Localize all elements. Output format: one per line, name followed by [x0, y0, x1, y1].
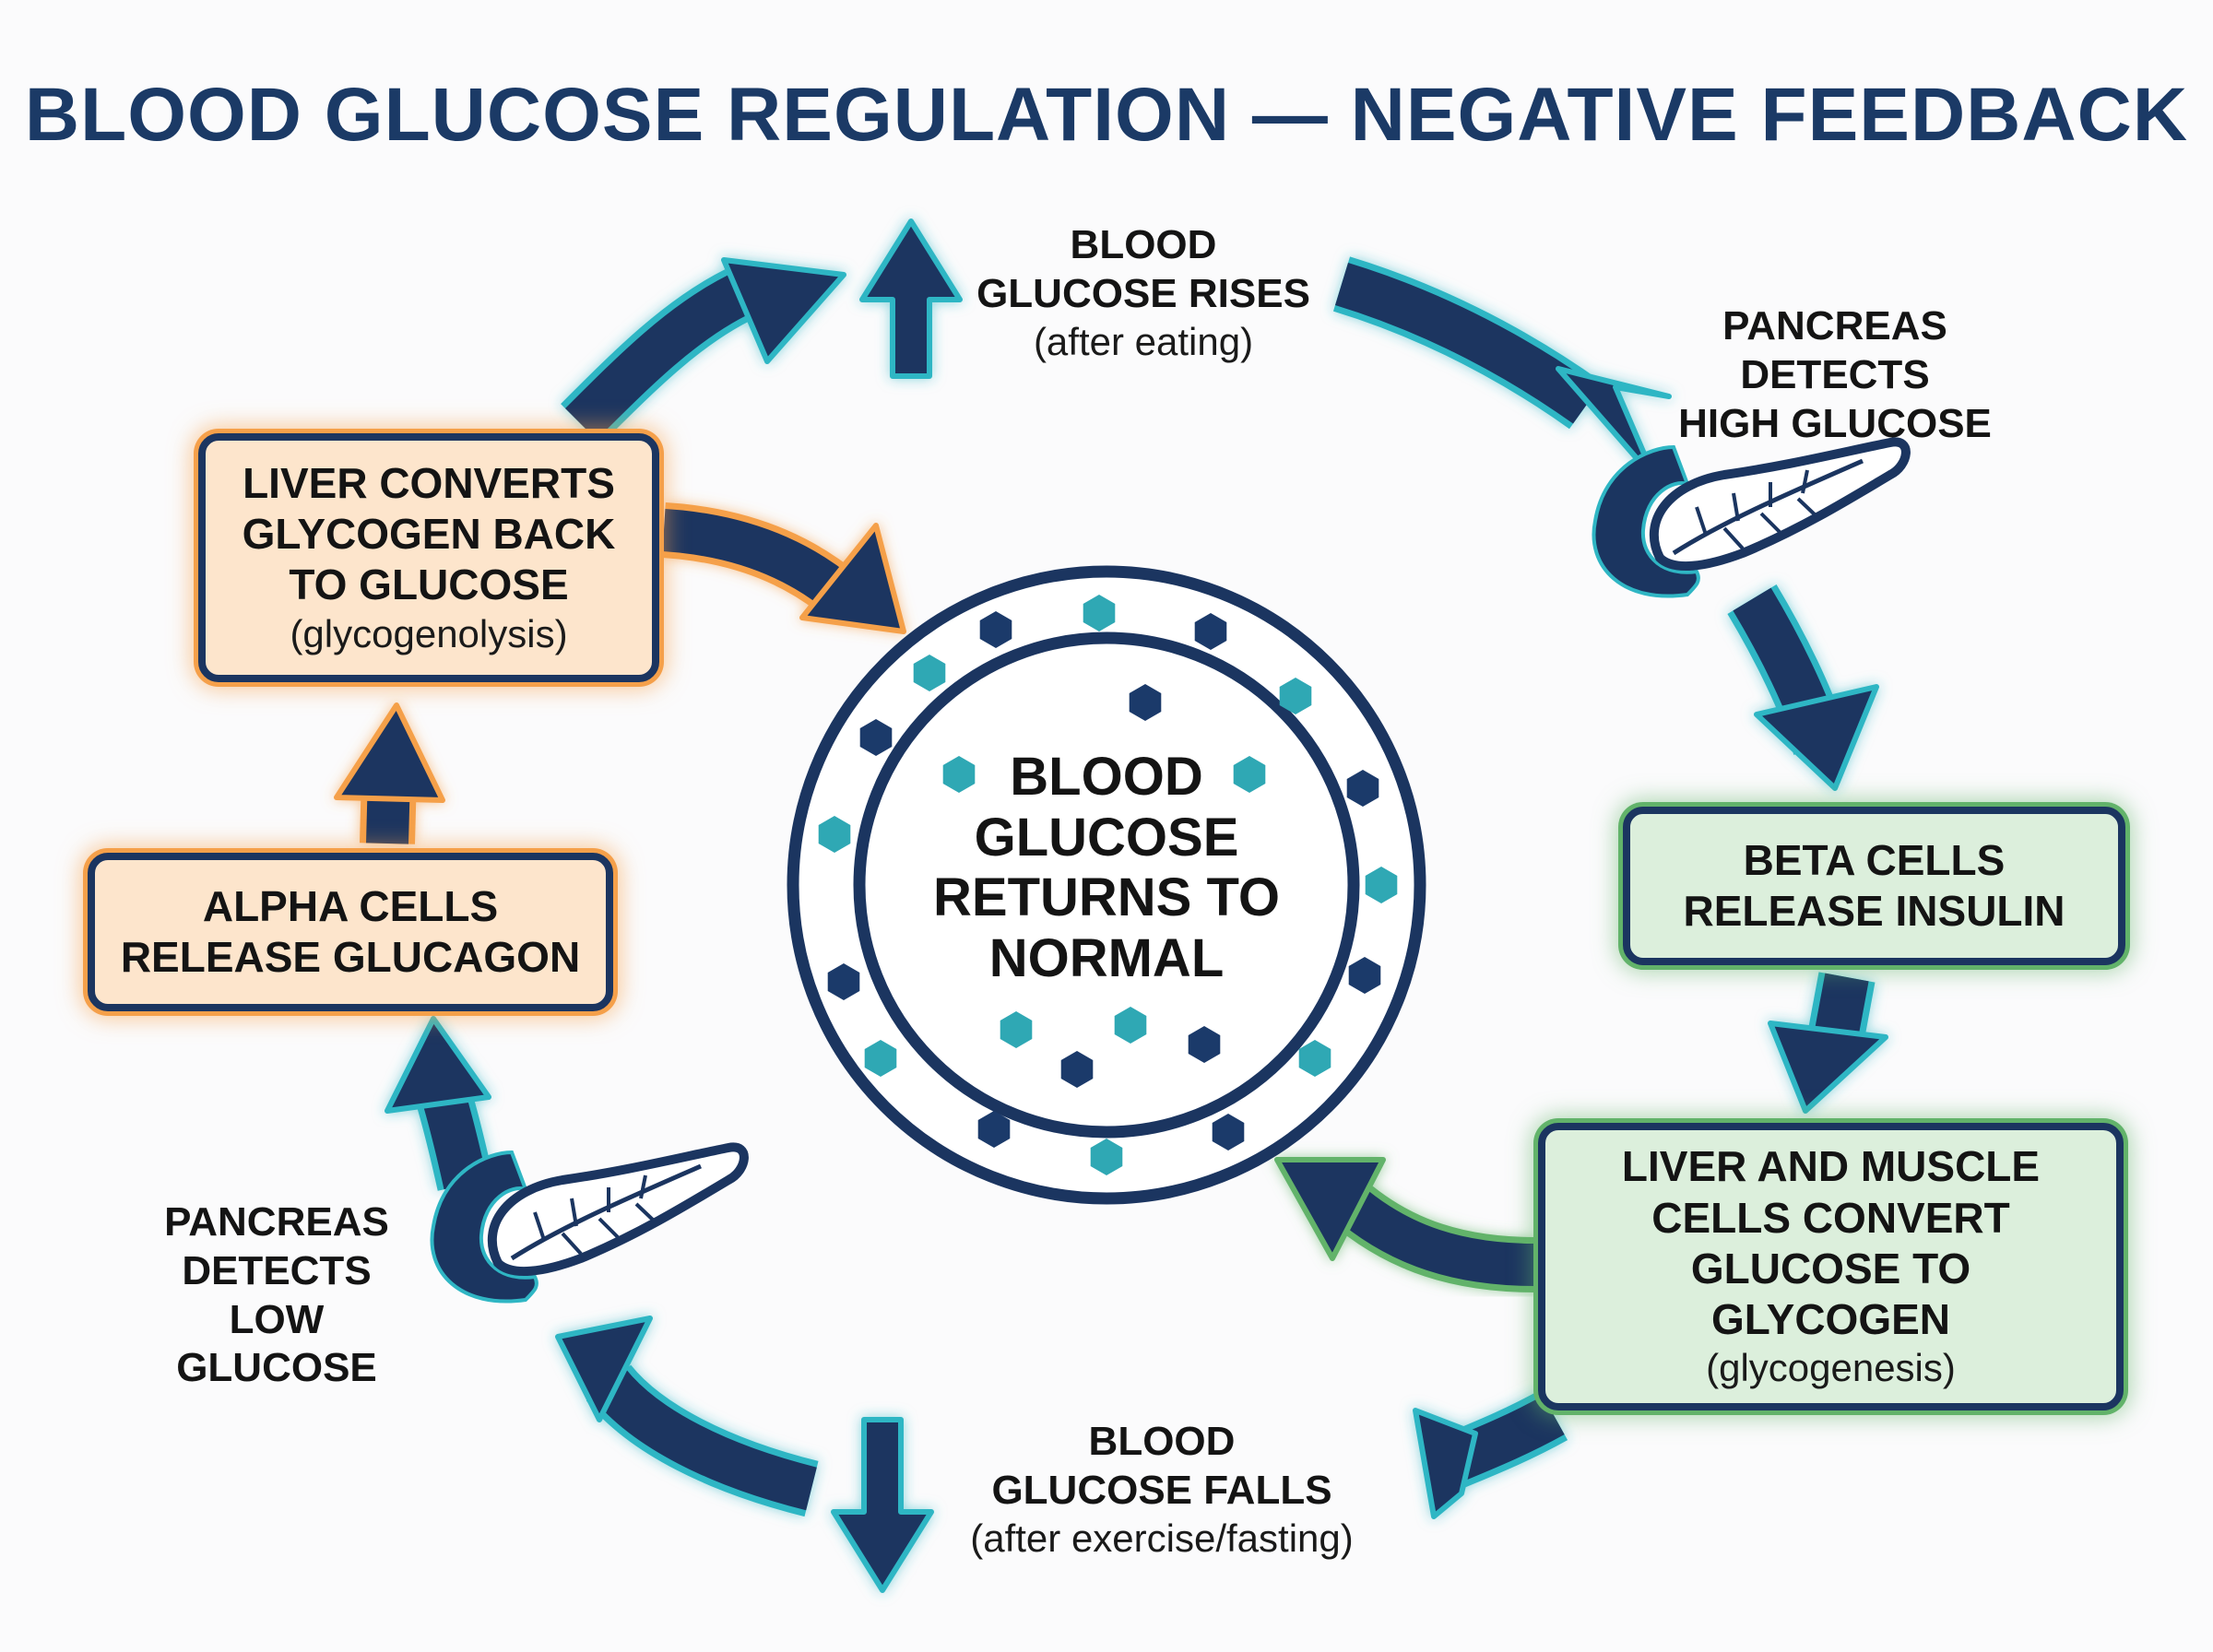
label-line: GLUCOSE RISES: [976, 270, 1310, 316]
glucose-hexagon-icon: [1233, 756, 1266, 793]
box-line: BETA CELLS: [1743, 835, 2006, 884]
glucose-hexagon-icon: [864, 1040, 897, 1077]
glucose-hexagon-icon: [1060, 1051, 1094, 1088]
glucose-hexagon-icon: [913, 655, 946, 691]
label-line: BLOOD: [1070, 222, 1217, 267]
glucose-hexagon-icon: [977, 1111, 1011, 1148]
box-line: GLUCOSE TO: [1690, 1244, 1971, 1292]
label-line: DETECTS: [1740, 351, 1930, 397]
glucose-hexagon-icon: [1129, 684, 1162, 721]
glucose-falls-label: BLOOD GLUCOSE FALLS (after exercise/fast…: [922, 1418, 1402, 1562]
glucose-hexagon-icon: [942, 756, 976, 793]
glucose-hexagon-icon: [1194, 613, 1227, 650]
glucose-hexagon-icon: [1346, 770, 1379, 807]
box-sub: (glycogenesis): [1706, 1346, 1956, 1390]
label-line: LOW: [229, 1296, 325, 1342]
box-line: GLYCOGEN BACK: [242, 510, 616, 559]
center-label-line: RETURNS TO: [933, 867, 1280, 928]
box-sub: (glycogenolysis): [290, 611, 568, 655]
alpha-cells-box: ALPHA CELLS RELEASE GLUCAGON: [88, 853, 613, 1011]
glucose-hexagon-icon: [1188, 1026, 1221, 1063]
box-line: GLYCOGEN: [1710, 1294, 1951, 1343]
pancreas-high-label: PANCREAS DETECTS HIGH GLUCOSE: [1651, 302, 2019, 448]
box-line: TO GLUCOSE: [289, 560, 569, 609]
arrow-rise-to-pancreas: [1332, 256, 1672, 482]
glucose-hexagon-icon: [859, 719, 893, 756]
glycogenesis-box: LIVER AND MUSCLE CELLS CONVERT GLUCOSE T…: [1538, 1123, 2124, 1410]
glucose-hexagon-icon: [1279, 678, 1312, 714]
glucose-hexagon-icon: [1212, 1114, 1245, 1150]
glucose-hexagon-icon: [1365, 867, 1398, 903]
glucose-hexagon-icon: [1114, 1007, 1147, 1044]
pancreas-icon: [1592, 437, 1911, 598]
arrow-liver-to-center: [661, 502, 906, 634]
label-line: GLUCOSE: [176, 1345, 377, 1391]
glucose-hexagon-icon: [979, 611, 1012, 648]
label-line: PANCREAS: [1722, 303, 1947, 348]
pancreas-low-label: PANCREAS DETECTS LOW GLUCOSE: [120, 1198, 433, 1393]
box-line: RELEASE INSULIN: [1683, 887, 2065, 935]
arrow-pancreas-to-beta: [1727, 584, 1879, 791]
glucose-hexagon-icon: [827, 963, 860, 1000]
glucose-hexagon-icon: [1348, 957, 1381, 994]
box-line: LIVER CONVERTS: [243, 459, 615, 508]
center-label-line: NORMAL: [988, 927, 1225, 988]
arrow-fall-to-pancreas: [555, 1316, 819, 1517]
label-line: GLUCOSE FALLS: [991, 1467, 1332, 1513]
center-label-line: GLUCOSE: [974, 807, 1239, 867]
beta-cells-box: BETA CELLS RELEASE INSULIN: [1623, 807, 2125, 965]
pancreas-icon: [430, 1142, 749, 1304]
center-circle: [787, 565, 1426, 1205]
diagram-title: BLOOD GLUCOSE REGULATION — NEGATIVE FEED…: [24, 73, 2189, 157]
label-sub: (after eating): [1033, 319, 1254, 363]
glucose-hexagon-icon: [818, 816, 851, 853]
glucose-molecules: [818, 595, 1398, 1175]
glucose-rises-label: BLOOD GLUCOSE RISES (after eating): [950, 221, 1337, 365]
center-label: BLOOD GLUCOSE RETURNS TO NORMAL: [881, 747, 1332, 988]
label-line: DETECTS: [182, 1247, 372, 1293]
box-line: RELEASE GLUCAGON: [120, 933, 581, 981]
box-line: LIVER AND MUSCLE: [1621, 1142, 2041, 1191]
box-line: CELLS CONVERT: [1651, 1193, 2010, 1242]
arrow-pancreas-to-alpha: [385, 1016, 494, 1191]
center-label-line: BLOOD: [1010, 747, 1203, 807]
label-sub: (after exercise/fasting): [970, 1516, 1354, 1560]
label-line: BLOOD: [1088, 1419, 1236, 1464]
arrow-glycogenesis-to-fall: [1413, 1389, 1568, 1519]
label-line: HIGH GLUCOSE: [1678, 400, 1992, 446]
label-line: PANCREAS: [164, 1199, 389, 1245]
glucose-hexagon-icon: [1083, 595, 1116, 631]
box-line: ALPHA CELLS: [202, 881, 499, 930]
up-arrow-icon: [859, 218, 963, 379]
arrow-beta-to-glycogenesis: [1768, 972, 1888, 1114]
glucose-hexagon-icon: [1298, 1040, 1331, 1077]
glucose-hexagon-icon: [1000, 1011, 1033, 1048]
arrow-glycogenesis-to-center: [1274, 1157, 1536, 1292]
down-arrow-icon: [831, 1417, 934, 1593]
arrow-alpha-to-liver: [334, 702, 445, 844]
arrow-liver-to-rise: [561, 257, 846, 444]
glucose-hexagon-icon: [1090, 1139, 1123, 1175]
glycogenolysis-box: LIVER CONVERTS GLYCOGEN BACK TO GLUCOSE …: [198, 433, 659, 682]
